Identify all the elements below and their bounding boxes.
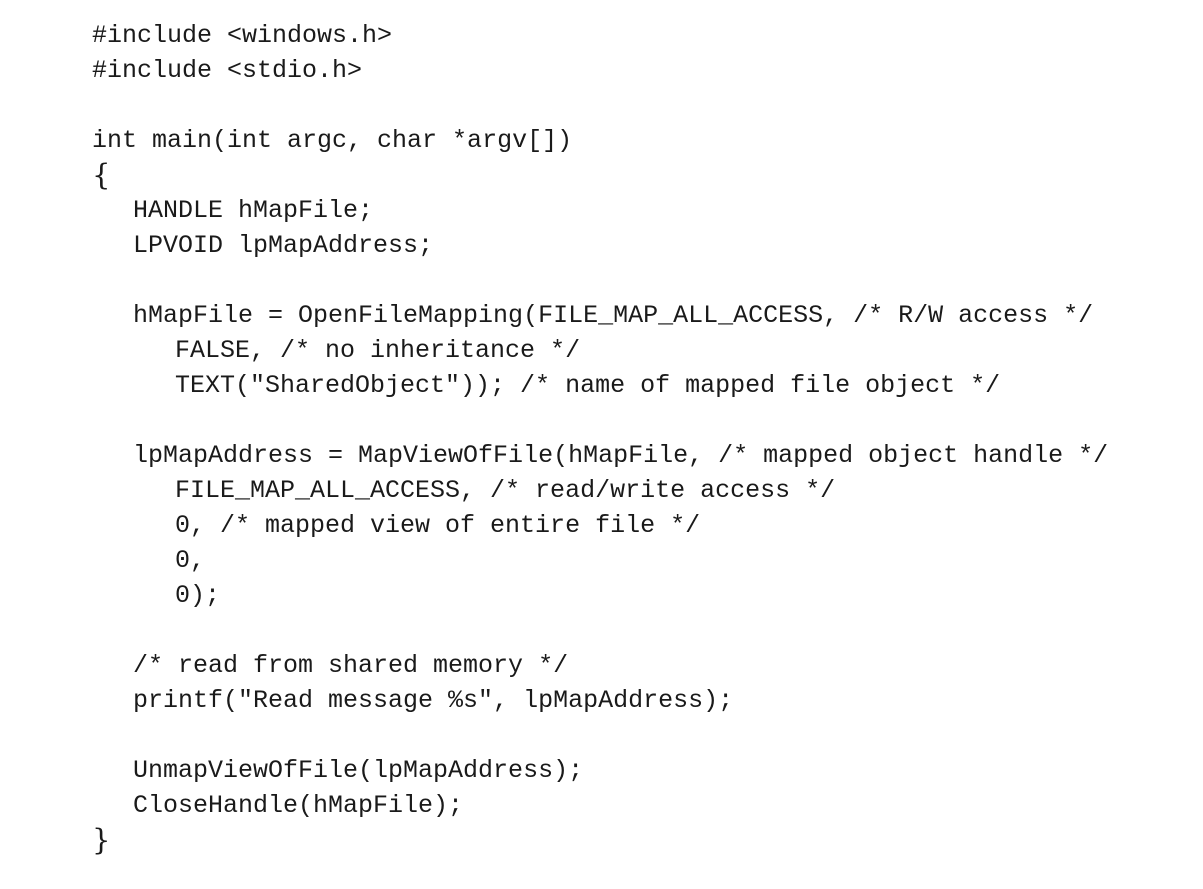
code-line-zero-arg-2: 0, — [175, 546, 206, 575]
code-line-lpvoid-decl: LPVOID lpMapAddress; — [133, 231, 434, 260]
code-line-blank — [0, 718, 1203, 753]
code-line-blank — [0, 263, 1203, 298]
code-line-blank — [0, 613, 1203, 648]
code-line-open-brace: { — [92, 158, 111, 192]
code-line-include-stdio: #include <stdio.h> — [92, 56, 363, 85]
code-line-unmap-view: UnmapViewOfFile(lpMapAddress); — [133, 756, 584, 785]
code-line-handle-decl: HANDLE hMapFile; — [133, 196, 374, 225]
code-line-read-comment: /* read from shared memory */ — [133, 651, 569, 680]
code-line-text-arg: TEXT("SharedObject")); /* name of mapped… — [175, 371, 1001, 400]
code-line-main-signature: int main(int argc, char *argv[]) — [92, 126, 573, 155]
code-line-close-brace: } — [92, 823, 111, 857]
code-line-blank — [0, 88, 1203, 123]
code-listing: #include <windows.h> #include <stdio.h> … — [0, 18, 1203, 858]
code-line-open-file-mapping: hMapFile = OpenFileMapping(FILE_MAP_ALL_… — [133, 301, 1094, 330]
code-line-map-view-of-file: lpMapAddress = MapViewOfFile(hMapFile, /… — [133, 441, 1109, 470]
code-line-include-windows: #include <windows.h> — [92, 21, 393, 50]
code-line-printf: printf("Read message %s", lpMapAddress); — [133, 686, 734, 715]
code-line-access-arg: FILE_MAP_ALL_ACCESS, /* read/write acces… — [175, 476, 836, 505]
code-line-blank — [0, 403, 1203, 438]
code-line-close-handle: CloseHandle(hMapFile); — [133, 791, 464, 820]
code-line-zero-arg-3: 0); — [175, 581, 221, 610]
code-line-zero-arg-1: 0, /* mapped view of entire file */ — [175, 511, 701, 540]
code-line-false-arg: FALSE, /* no inheritance */ — [175, 336, 581, 365]
